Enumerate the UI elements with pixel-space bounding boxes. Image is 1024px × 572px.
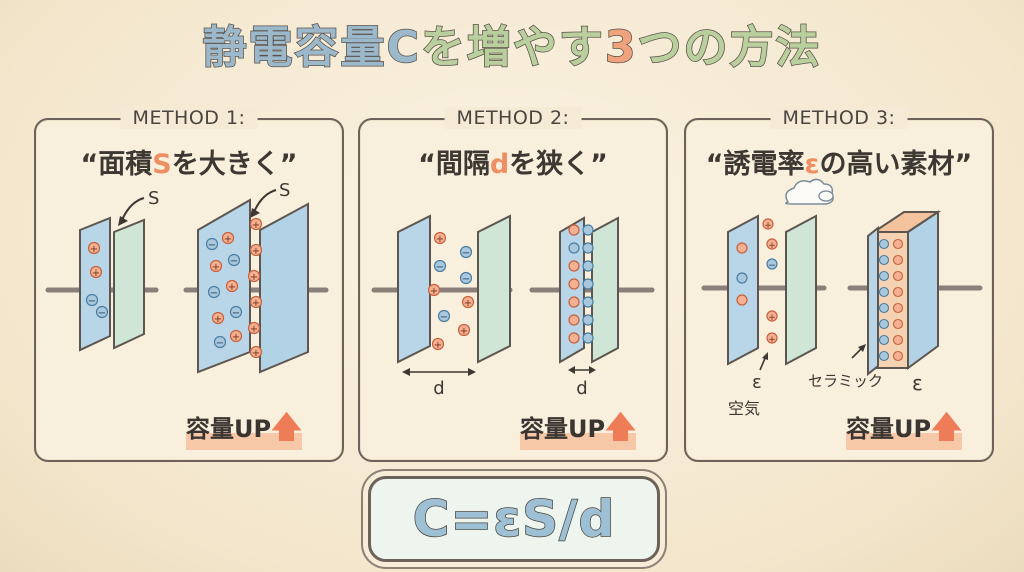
air-gap-charges: + + − + + — [736, 218, 778, 345]
up-arrow-icon: 🡅 — [605, 410, 636, 445]
method-subtitle-1: “面積Sを大きく” — [36, 142, 342, 181]
narrow-gap-charges — [568, 224, 594, 344]
svg-text:−: − — [98, 308, 106, 319]
ceramic-epsilon-label: ε — [912, 371, 923, 395]
title-part2: C — [386, 21, 421, 74]
svg-text:−: − — [216, 338, 224, 349]
method-label-3: METHOD 3: — [734, 107, 944, 129]
wide-gap-charges: + − − − + + − + + — [427, 231, 475, 351]
svg-text:+: + — [228, 282, 236, 293]
large-plate-charges: − + + − − + + − − + + + + + + + — [205, 217, 263, 359]
subtitle-1-pre: “面積 — [80, 149, 153, 180]
subtitle-1-hl: S — [152, 149, 172, 180]
diagram-permittivity: + + − + + ε 空気 — [701, 178, 983, 418]
method-subtitle-3: “誘電率εの高い素材” — [686, 142, 992, 181]
svg-text:−: − — [88, 296, 96, 307]
method-panel-1: METHOD 1: “面積Sを大きく” + + − − S − — [34, 107, 344, 462]
svg-text:+: + — [252, 220, 260, 231]
cloud-icon — [785, 178, 834, 205]
subtitle-3-pre: “誘電率 — [705, 149, 805, 180]
svg-text:+: + — [768, 313, 776, 323]
svg-text:−: − — [462, 248, 470, 259]
large-area-label: S — [279, 180, 290, 201]
ceramic-label: セラミック — [808, 372, 883, 390]
svg-text:+: + — [252, 246, 260, 257]
diagram-distance-plates: + − − − + + − + + d — [371, 214, 655, 399]
title-part5: つの方法 — [637, 21, 822, 74]
svg-text:+: + — [252, 298, 260, 309]
page-title: 静電容量Cを増やす3つの方法 — [0, 20, 1024, 76]
subtitle-3-post: の高い素材” — [819, 149, 973, 180]
caption-3-text: 容量UP — [846, 415, 932, 443]
up-arrow-icon: 🡅 — [271, 410, 302, 445]
small-plate-charges: + + − − — [85, 241, 109, 319]
method-label-1: METHOD 1: — [84, 107, 294, 129]
subtitle-1-post: を大きく” — [171, 149, 298, 180]
svg-text:+: + — [92, 268, 100, 279]
svg-text:+: + — [224, 234, 232, 245]
title-part4: 3 — [604, 21, 638, 74]
svg-text:+: + — [460, 326, 468, 337]
subtitle-2-hl: d — [489, 149, 510, 180]
svg-text:+: + — [436, 234, 444, 245]
svg-text:+: + — [768, 241, 776, 251]
svg-text:+: + — [212, 262, 220, 273]
diagram-area-plates: + + − − S − + + − − + + − − — [45, 180, 329, 374]
svg-text:+: + — [214, 314, 222, 325]
svg-text:−: − — [210, 288, 218, 299]
capacity-up-caption-2: 容量UP🡅 — [520, 405, 636, 456]
subtitle-2-pre: “間隔 — [418, 149, 490, 180]
narrow-gap-label: d — [576, 378, 587, 399]
ceramic-charges — [878, 238, 904, 362]
svg-text:−: − — [462, 274, 470, 285]
svg-text:+: + — [232, 332, 240, 343]
title-part3: を増やす — [420, 21, 605, 74]
svg-text:+: + — [250, 272, 258, 283]
method-label-2: METHOD 2: — [408, 107, 618, 129]
ceramic-capacitor: セラミック ε — [808, 210, 983, 395]
title-part1: 静電容量 — [202, 21, 387, 74]
svg-text:+: + — [464, 298, 472, 309]
up-arrow-icon: 🡅 — [931, 410, 962, 445]
subtitle-2-post: を狭く” — [509, 149, 608, 180]
svg-text:−: − — [230, 256, 238, 267]
svg-text:+: + — [434, 340, 442, 351]
narrow-gap-capacitor: d — [529, 216, 655, 399]
svg-text:+: + — [90, 244, 98, 255]
capacitance-formula: C=εS/d — [412, 489, 616, 549]
svg-text:+: + — [430, 286, 438, 297]
wide-gap-capacitor: + − − − + + − + + d — [371, 214, 513, 399]
large-capacitor: − + + − − + + − − + + + + + + + S — [183, 180, 329, 374]
wide-gap-label: d — [433, 378, 444, 399]
svg-text:−: − — [436, 262, 444, 273]
capacity-up-caption-3: 容量UP🡅 — [846, 405, 962, 456]
svg-text:−: − — [440, 312, 448, 323]
subtitle-3-hl: ε — [804, 149, 820, 180]
formula-box: C=εS/d — [368, 476, 660, 562]
svg-text:−: − — [768, 261, 776, 271]
air-epsilon-label: ε — [752, 372, 762, 393]
method-panel-2: METHOD 2: “間隔dを狭く” + − − − + + − + + d — [358, 107, 668, 462]
svg-text:+: + — [252, 348, 260, 359]
small-area-label: S — [148, 188, 159, 209]
caption-2-text: 容量UP — [520, 415, 606, 443]
svg-text:+: + — [764, 221, 772, 231]
air-label: 空気 — [728, 399, 760, 418]
method-panel-3: METHOD 3: “誘電率εの高い素材” + + − + + ε — [684, 107, 994, 462]
capacity-up-caption-1: 容量UP🡅 — [186, 405, 302, 456]
air-capacitor: + + − + + ε 空気 — [701, 214, 827, 418]
svg-text:−: − — [232, 308, 240, 319]
small-capacitor: + + − − S — [45, 188, 159, 352]
method-subtitle-2: “間隔dを狭く” — [360, 142, 666, 181]
svg-text:+: + — [250, 324, 258, 335]
caption-1-text: 容量UP — [186, 415, 272, 443]
svg-text:−: − — [208, 240, 216, 251]
svg-text:+: + — [768, 335, 776, 345]
